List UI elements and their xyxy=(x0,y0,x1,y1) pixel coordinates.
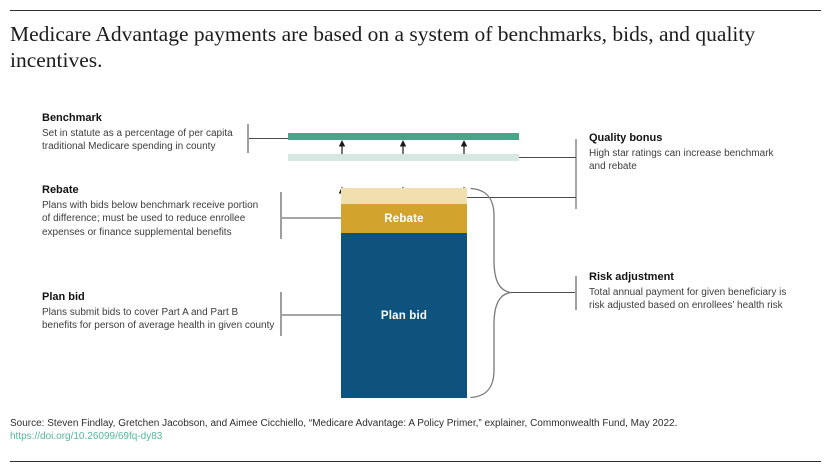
callout-plan-bid: Plan bid Plans submit bids to cover Part… xyxy=(42,291,287,333)
callout-risk-adjustment-heading: Risk adjustment xyxy=(589,271,674,283)
callout-quality-bonus: Quality bonus High star ratings can incr… xyxy=(589,132,804,174)
callout-rebate-body: Plans with bids below benchmark receive … xyxy=(42,200,259,212)
source-text: Source: Steven Findlay, Gretchen Jacobso… xyxy=(10,418,678,429)
segment-rebate-label: Rebate xyxy=(384,212,424,225)
callout-benchmark-body: Set in statute as a percentage of per ca… xyxy=(42,128,233,140)
curly-brace xyxy=(470,187,512,399)
callout-quality-bonus-body: High star ratings can increase benchmark xyxy=(589,148,774,160)
callout-benchmark-heading: Benchmark xyxy=(42,112,102,124)
payment-stacked-bar: Rebate Plan bid xyxy=(341,188,467,398)
callout-risk-adjustment-body: Total annual payment for given beneficia… xyxy=(589,287,787,299)
callout-plan-bid-body: benefits for person of average health in… xyxy=(42,320,275,332)
segment-rebate: Rebate xyxy=(341,204,467,233)
callout-benchmark: Benchmark Set in statute as a percentage… xyxy=(42,112,252,154)
page-title: Medicare Advantage payments are based on… xyxy=(10,22,756,73)
benchmark-light-bar xyxy=(288,154,519,161)
segment-quality-bonus-increment xyxy=(341,188,467,204)
top-rule xyxy=(10,10,821,11)
benchmark-connector xyxy=(247,124,288,153)
callout-benchmark-body: traditional Medicare spending in county xyxy=(42,141,216,153)
benchmark-bar xyxy=(288,133,519,140)
segment-plan-bid-label: Plan bid xyxy=(380,309,428,322)
callout-rebate-body: expenses or finance supplemental benefit… xyxy=(42,226,232,238)
risk-adjustment-connector xyxy=(511,276,577,310)
bottom-rule xyxy=(10,461,821,462)
callout-plan-bid-body: Plans submit bids to cover Part A and Pa… xyxy=(42,307,239,319)
plan-bid-connector xyxy=(280,292,341,336)
quality-bonus-bracket xyxy=(467,139,577,209)
callout-rebate-heading: Rebate xyxy=(42,184,79,196)
callout-quality-bonus-body: and rebate xyxy=(589,161,637,173)
callout-quality-bonus-heading: Quality bonus xyxy=(589,132,663,144)
source-link[interactable]: https://doi.org/10.26099/69fq-dy83 xyxy=(10,431,163,442)
callout-rebate: Rebate Plans with bids below benchmark r… xyxy=(42,184,277,239)
callout-rebate-body: of difference; must be used to reduce en… xyxy=(42,213,246,225)
rebate-connector xyxy=(280,192,341,239)
segment-plan-bid: Plan bid xyxy=(341,233,467,398)
callout-plan-bid-heading: Plan bid xyxy=(42,291,85,303)
callout-risk-adjustment-body: risk adjusted based on enrollees’ health… xyxy=(589,300,783,312)
callout-risk-adjustment: Risk adjustment Total annual payment for… xyxy=(589,271,814,313)
